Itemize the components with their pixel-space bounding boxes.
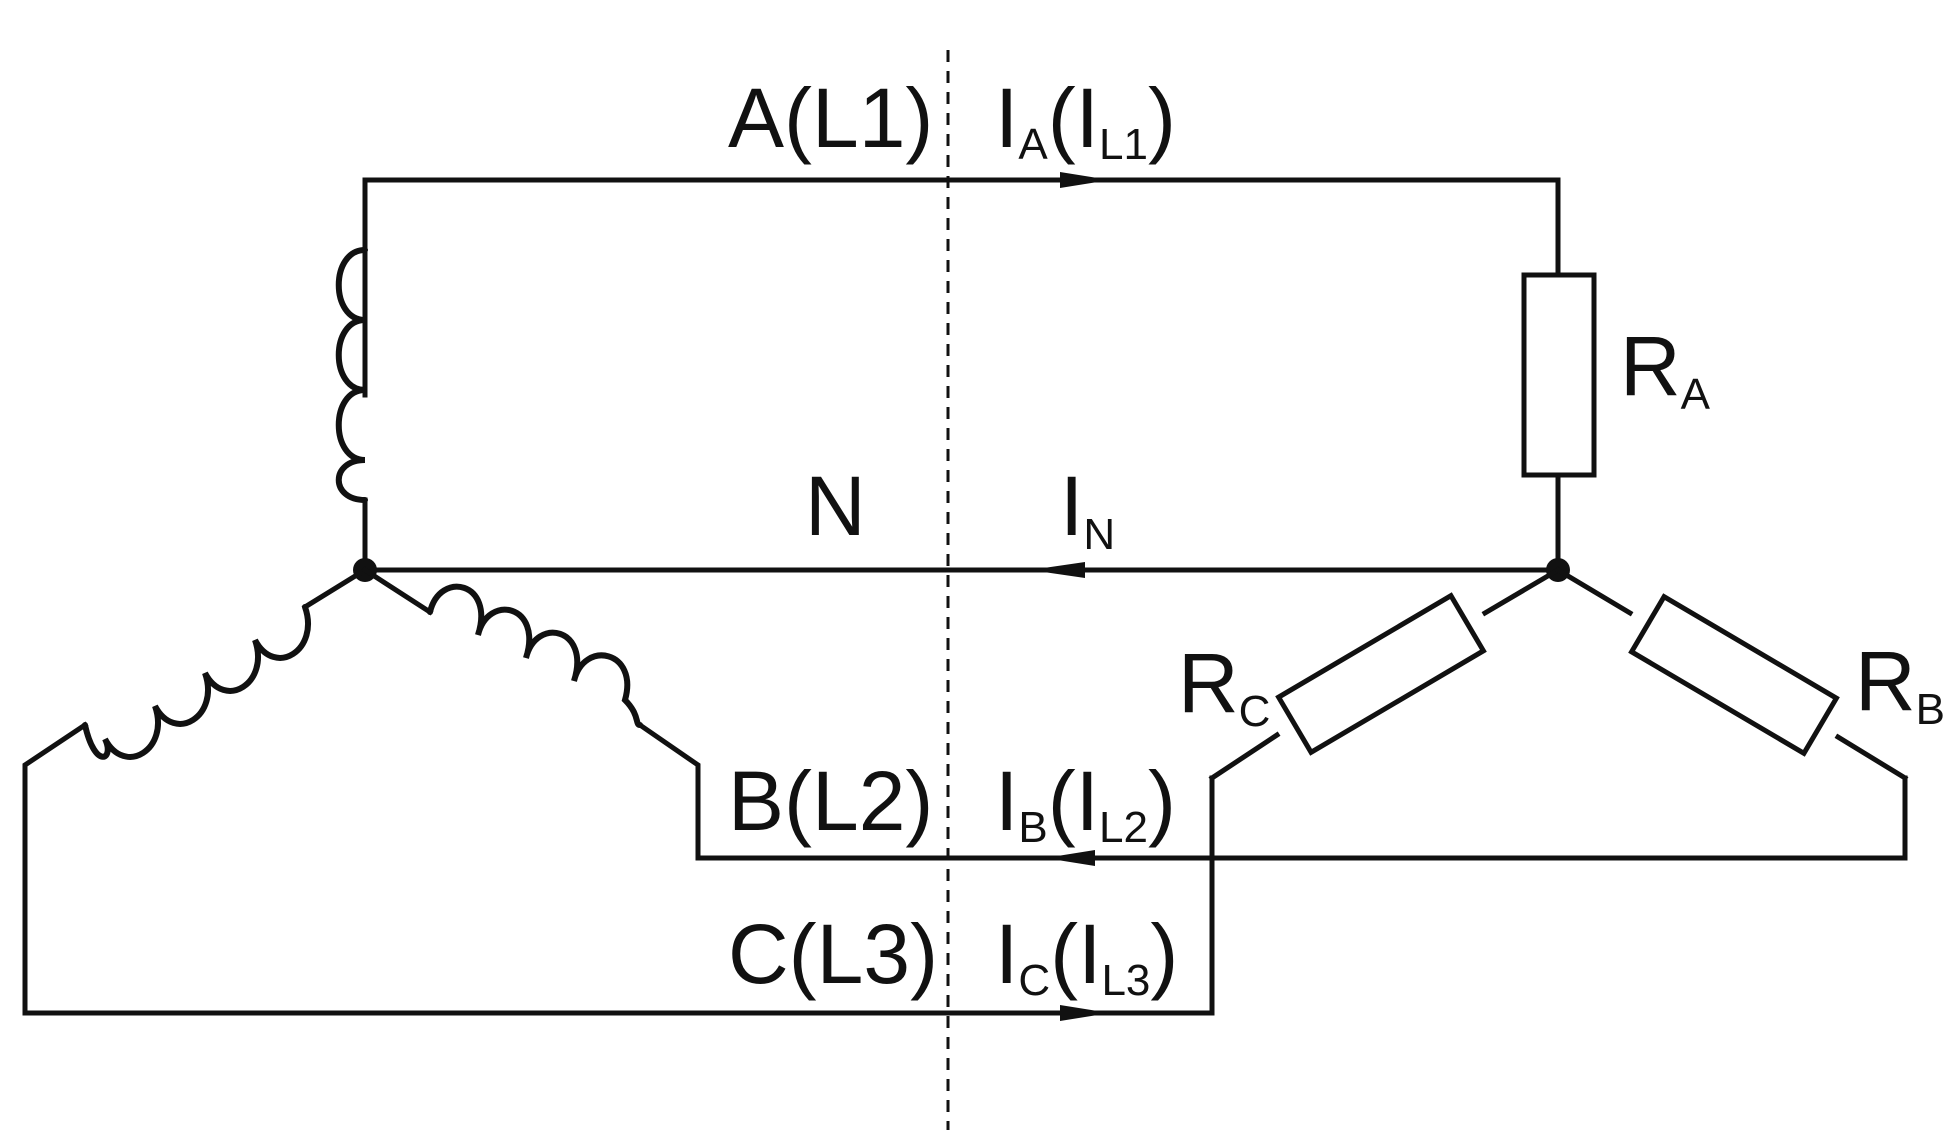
label-current-b-close: ) xyxy=(1148,754,1176,848)
resistor-ra xyxy=(1521,272,1597,478)
label-rc-main: R xyxy=(1178,636,1239,730)
source-coil-b xyxy=(427,583,643,728)
label-current-n-sub: N xyxy=(1083,510,1115,559)
label-current-a-sub: A xyxy=(1018,120,1048,169)
label-current-n-main: I xyxy=(1060,459,1083,553)
label-rb-sub: B xyxy=(1916,685,1945,734)
arrow-current-c xyxy=(1060,1005,1110,1021)
wire-phase-a xyxy=(362,177,1561,398)
label-current-n: IN xyxy=(1060,459,1115,559)
source-coil-a xyxy=(335,247,368,503)
label-current-b-sub: B xyxy=(1018,803,1047,852)
wire-rb-bottom xyxy=(1834,733,1909,782)
label-current-c-paren-sub: L3 xyxy=(1101,956,1150,1005)
label-ra-main: R xyxy=(1620,319,1681,413)
label-current-c-close: ) xyxy=(1150,907,1178,1001)
label-current-a: IA(IL1) xyxy=(995,71,1176,169)
label-current-b-paren: (I xyxy=(1048,754,1099,848)
label-resistor-ra: RA xyxy=(1620,319,1711,419)
arrow-current-b xyxy=(1045,850,1095,866)
label-line-c: C(L3) xyxy=(728,907,938,1001)
label-line-b: B(L2) xyxy=(728,754,933,848)
wire-phase-b xyxy=(695,775,1908,861)
label-current-a-main: I xyxy=(995,71,1018,165)
wire-coil-b-a xyxy=(361,566,434,616)
wire-rc-top xyxy=(1481,566,1562,617)
label-current-a-close: ) xyxy=(1148,71,1176,165)
arrow-current-n xyxy=(1030,562,1085,578)
label-rb-main: R xyxy=(1855,634,1916,728)
wire-phase-c xyxy=(22,775,1215,1016)
label-line-a: A(L1) xyxy=(728,71,933,165)
source-coil-c xyxy=(82,604,311,760)
wire-rc-bottom xyxy=(1208,731,1281,782)
wire-phase-b-left xyxy=(636,721,701,861)
label-current-b-main: I xyxy=(995,754,1018,848)
label-ra-sub: A xyxy=(1681,370,1711,419)
label-current-a-paren-sub: L1 xyxy=(1099,120,1148,169)
label-current-c-main: I xyxy=(995,907,1018,1001)
label-current-c-sub: C xyxy=(1018,956,1050,1005)
label-neutral: N xyxy=(805,459,866,553)
resistor-rb xyxy=(1628,593,1840,757)
wire-phase-c-left xyxy=(22,721,89,1016)
label-rc-sub: C xyxy=(1239,687,1271,736)
label-current-b: IB(IL2) xyxy=(995,754,1176,852)
label-resistor-rb: RB xyxy=(1855,634,1945,734)
label-resistor-rc: RC xyxy=(1178,636,1270,736)
arrow-current-a xyxy=(1060,172,1110,188)
label-current-c-paren: (I xyxy=(1050,907,1101,1001)
wire-coil-c-a xyxy=(301,566,369,611)
resistor-rc xyxy=(1275,592,1487,756)
label-current-c: IC(IL3) xyxy=(995,907,1178,1005)
label-current-b-paren-sub: L2 xyxy=(1099,803,1148,852)
label-current-a-paren: (I xyxy=(1048,71,1099,165)
wire-rb-top xyxy=(1554,566,1634,617)
